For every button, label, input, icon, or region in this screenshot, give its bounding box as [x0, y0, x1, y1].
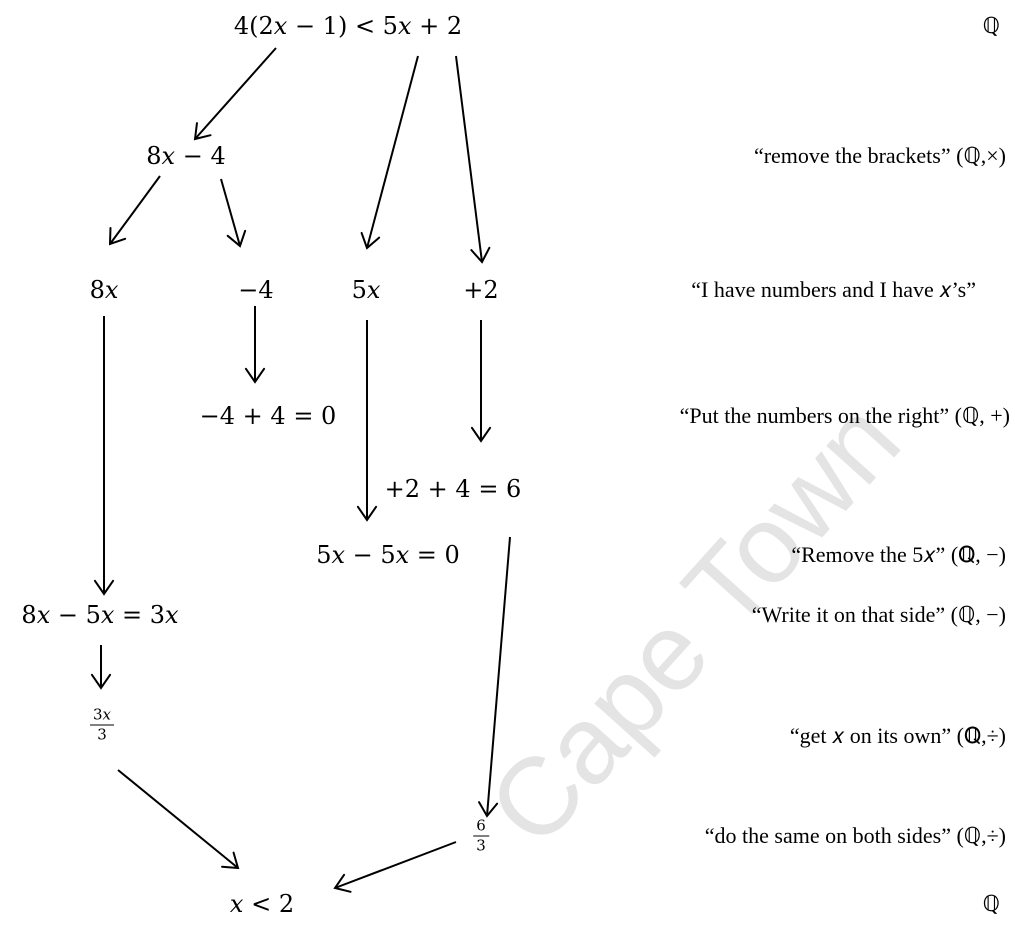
- arrow-5x-minus-5x-to-frac-6: [478, 536, 511, 818]
- node-result: 𝑥 < 2: [229, 890, 295, 918]
- annotation-7: “get 𝑥 on its own” (ℚ,÷): [789, 723, 1006, 748]
- arrow-frac-3x-to-result: [117, 769, 240, 870]
- arrow-inequality-to-expanded: [193, 47, 277, 141]
- arrow-frac-6-to-result: [333, 841, 457, 893]
- node-term-5x: 5𝑥: [351, 276, 381, 304]
- annotation-6: “Write it on that side” (ℚ, −): [751, 602, 1006, 627]
- arrow-inequality-to-5x: [360, 55, 419, 250]
- arrow-inequality-to-5x-head: [360, 231, 381, 250]
- arrow-8x-to-8x-minus-5x-head: [93, 579, 115, 596]
- node-8x-minus-5x: 8𝑥 − 5𝑥 = 3𝑥: [21, 601, 179, 629]
- arrow-5x-minus-5x-to-frac-6-head: [478, 801, 499, 818]
- arrow-8x-to-8x-minus-5x: [93, 316, 115, 596]
- annotation-2: “remove the brackets” (ℚ,×): [753, 143, 1006, 168]
- arrow-inequality-to-plus2-shaft: [455, 55, 483, 263]
- arrow-expanded-to-8x-shaft: [109, 175, 161, 245]
- arrow-plus2-to-plus2-plus4: [470, 320, 492, 443]
- arrow-5x-minus-5x-to-frac-6-shaft: [486, 536, 511, 817]
- arrow-expanded-to-neg4: [220, 178, 247, 248]
- arrow-neg4-to-neg4-plus4: [244, 306, 266, 384]
- annotation-9: ℚ: [982, 891, 1000, 916]
- frac-3x-denominator: 3: [97, 725, 107, 744]
- arrow-8x-minus-5x-to-frac-3x: [90, 645, 112, 690]
- annotation-4: “Put the numbers on the right” (ℚ, +): [679, 403, 1010, 428]
- arrow-inequality-to-plus2: [455, 55, 491, 264]
- annotation-1: ℚ: [982, 13, 1000, 38]
- arrow-frac-3x-to-result-shaft: [117, 769, 239, 869]
- frac-6-denominator: 3: [476, 836, 486, 855]
- arrow-frac-6-to-result-shaft: [334, 841, 457, 889]
- arrow-expanded-to-neg4-shaft: [220, 178, 241, 247]
- arrow-8x-minus-5x-to-frac-3x-head: [90, 673, 112, 690]
- arrow-frac-3x-to-result-head: [221, 851, 240, 870]
- frac-6-numerator: 6: [473, 818, 489, 837]
- node-plus2-plus4: +2 + 4 = 6: [384, 475, 522, 503]
- arrow-inequality-to-plus2-head: [470, 246, 491, 264]
- arrow-inequality-to-5x-shaft: [366, 55, 419, 249]
- node-5x-minus-5x: 5𝑥 − 5𝑥 = 0: [316, 541, 460, 569]
- annotation-3: “I have numbers and I have 𝑥’s”: [691, 277, 976, 302]
- node-inequality: 4(2𝑥 − 1) < 5𝑥 + 2: [233, 12, 463, 40]
- arrow-5x-to-5x-minus-5x: [356, 320, 378, 522]
- annotation-8: “do the same on both sides” (ℚ,÷): [704, 823, 1006, 848]
- arrow-expanded-to-8x-head: [108, 227, 127, 246]
- node-frac-3x-over-3: 3𝑥 3: [89, 707, 115, 744]
- arrow-expanded-to-neg4-head: [226, 229, 247, 248]
- node-term-8x: 8𝑥: [89, 276, 119, 304]
- arrow-5x-to-5x-minus-5x-head: [356, 505, 378, 522]
- node-term-plus2: +2: [463, 276, 499, 304]
- node-term-neg4: −4: [238, 276, 274, 304]
- arrow-plus2-to-plus2-plus4-head: [470, 426, 492, 443]
- node-frac-6-over-3: 6 3: [473, 818, 489, 855]
- annotation-5: “Remove the 5𝑥” (ℚ, −): [791, 542, 1006, 567]
- node-expanded: 8𝑥 − 4: [146, 142, 226, 170]
- arrow-expanded-to-8x: [108, 175, 161, 246]
- node-neg4-plus4: −4 + 4 = 0: [199, 402, 337, 430]
- arrow-inequality-to-expanded-shaft: [194, 47, 277, 140]
- frac-3x-numerator: 3𝑥: [89, 707, 115, 726]
- arrow-frac-6-to-result-head: [333, 873, 352, 893]
- arrow-neg4-to-neg4-plus4-head: [244, 367, 266, 384]
- arrow-inequality-to-expanded-head: [193, 122, 212, 141]
